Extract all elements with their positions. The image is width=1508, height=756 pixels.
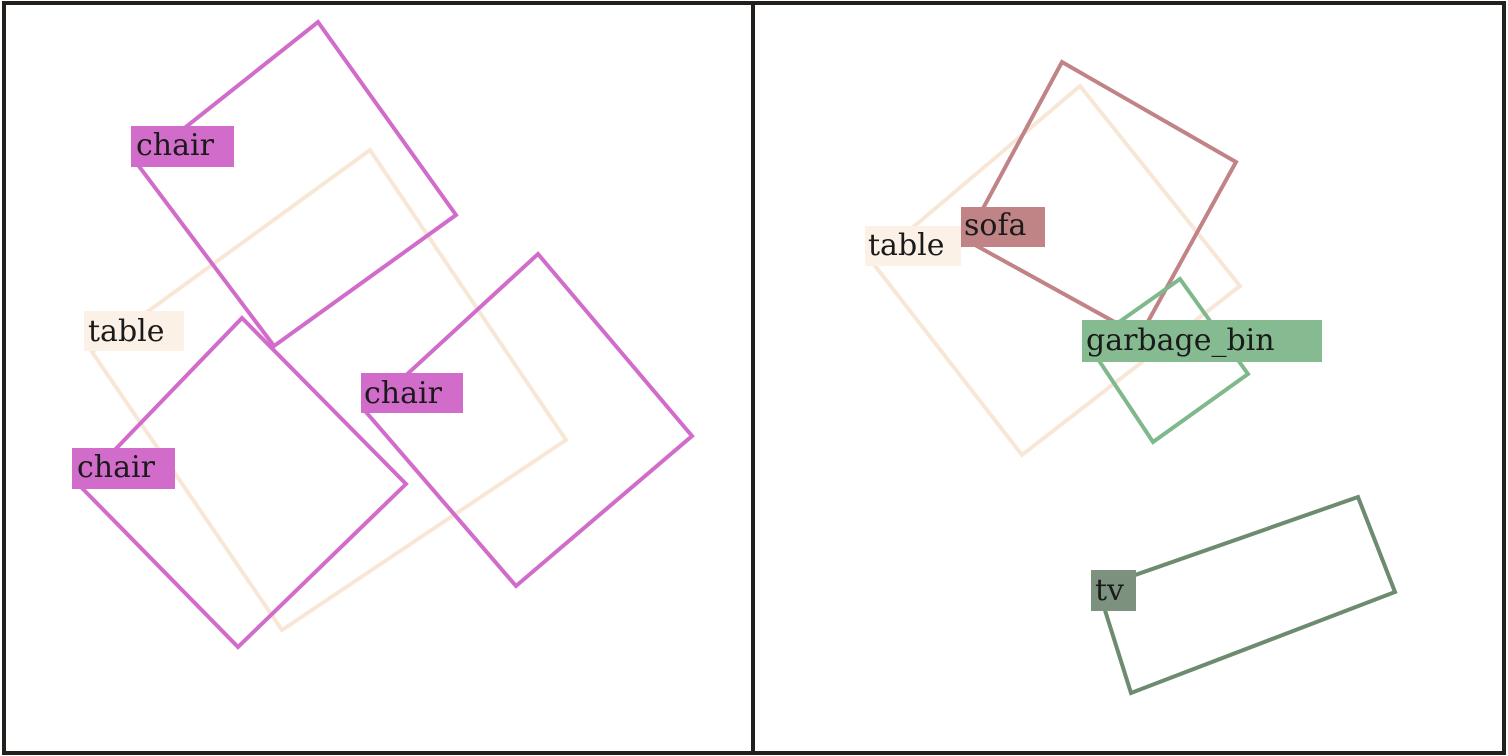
left-chair-top-label: chair (136, 128, 215, 163)
right-panel: table sofa garbage_bin tv (865, 59, 1398, 696)
left-chair-right-label-bg (361, 373, 463, 413)
left-table-outline (89, 147, 569, 633)
right-table-outline (869, 83, 1243, 458)
right-table-label-bg (865, 226, 961, 266)
left-chair-right-box: chair (361, 251, 695, 589)
right-garbage-bin-label-bg (1082, 320, 1322, 362)
left-chair-top-label-bg (131, 126, 234, 167)
right-sofa-label-bg (961, 207, 1045, 247)
right-sofa-label: sofa (964, 208, 1027, 243)
left-table-label: table (88, 314, 165, 349)
left-table-box: table (84, 147, 569, 633)
left-chair-left-outline (77, 315, 409, 650)
right-panel-frame (751, 1, 1506, 755)
right-tv-label: tv (1095, 573, 1124, 608)
right-tv-outline (1095, 494, 1398, 696)
right-sofa-box: sofa (961, 59, 1239, 339)
right-garbage-bin-label: garbage_bin (1086, 323, 1275, 358)
left-chair-right-outline (363, 251, 695, 589)
left-table-label-bg (84, 311, 184, 351)
right-tv-box: tv (1091, 494, 1398, 696)
left-chair-left-label-bg (72, 448, 175, 489)
right-tv-label-bg (1091, 570, 1136, 611)
right-garbage-bin-box: garbage_bin (1082, 276, 1322, 445)
left-chair-top-box: chair (131, 19, 459, 349)
right-table-box: table (865, 83, 1243, 458)
left-chair-left-label: chair (77, 450, 156, 485)
right-table-label: table (868, 228, 945, 263)
right-garbage-bin-outline (1085, 276, 1251, 445)
left-chair-left-box: chair (72, 315, 409, 650)
right-sofa-outline (963, 59, 1239, 339)
left-chair-right-label: chair (364, 376, 443, 411)
left-panel: table chair chair chair (72, 19, 695, 650)
left-chair-top-outline (135, 19, 459, 349)
